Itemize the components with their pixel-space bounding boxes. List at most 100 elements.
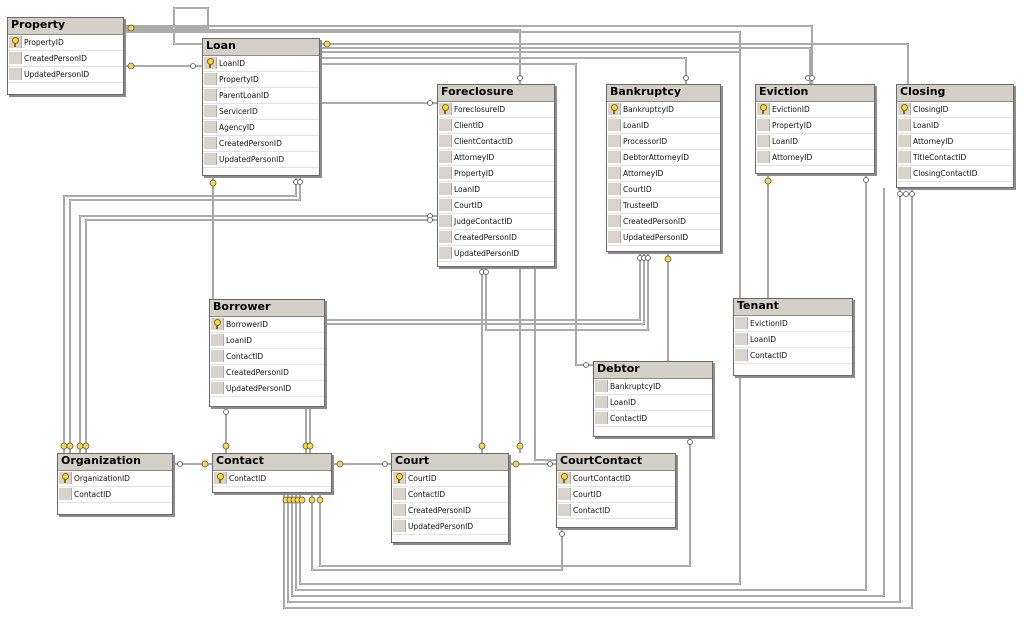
column-row[interactable]: BorrowerID [210, 317, 324, 333]
column-row[interactable]: LoanID [438, 182, 554, 198]
column-row[interactable]: AttorneyID [438, 150, 554, 166]
column-row[interactable]: LoanID [210, 333, 324, 349]
column-row[interactable]: UpdatedPersonID [8, 67, 123, 83]
row-selector [393, 488, 406, 500]
column-row[interactable]: CreatedPersonID [438, 230, 554, 246]
column-row[interactable]: CreatedPersonID [8, 51, 123, 67]
column-row[interactable]: CourtContactID [557, 471, 675, 487]
column-row[interactable]: LoanID [897, 118, 1013, 134]
row-selector [608, 199, 621, 211]
column-name: ClientContactID [454, 137, 513, 146]
table-title: Contact [213, 454, 331, 471]
column-row[interactable]: LoanID [594, 395, 712, 411]
column-row[interactable]: ClientContactID [438, 134, 554, 150]
column-row[interactable]: ClosingContactID [897, 166, 1013, 182]
column-row[interactable]: AttorneyID [607, 166, 720, 182]
column-name: BankruptcyID [623, 105, 674, 114]
column-row[interactable]: CreatedPersonID [203, 136, 319, 152]
column-row[interactable]: PropertyID [438, 166, 554, 182]
column-row[interactable]: ProcessorID [607, 134, 720, 150]
column-row[interactable]: ForeclosureID [438, 102, 554, 118]
column-row[interactable]: TrusteeID [607, 198, 720, 214]
column-name: PropertyID [772, 121, 812, 130]
column-row[interactable]: OrganizationID [58, 471, 172, 487]
column-row[interactable]: JudgeContactID [438, 214, 554, 230]
column-row[interactable]: ServicerID [203, 104, 319, 120]
column-row[interactable]: ContactID [210, 349, 324, 365]
column-row[interactable]: TitleContactID [897, 150, 1013, 166]
column-name: PropertyID [24, 38, 64, 47]
column-row[interactable]: PropertyID [8, 35, 123, 51]
column-row[interactable]: ClosingID [897, 102, 1013, 118]
column-row[interactable]: UpdatedPersonID [392, 519, 508, 535]
column-name: CreatedPersonID [24, 54, 87, 63]
column-row[interactable]: UpdatedPersonID [210, 381, 324, 397]
column-row[interactable]: CourtID [392, 471, 508, 487]
relationship-line-highlight [320, 43, 909, 84]
column-row[interactable]: ContactID [557, 503, 675, 519]
table-title: Loan [203, 39, 319, 56]
column-row[interactable]: LoanID [756, 134, 874, 150]
column-row[interactable]: CourtID [607, 182, 720, 198]
column-row[interactable]: UpdatedPersonID [438, 246, 554, 262]
row-selector [204, 153, 217, 165]
column-row[interactable]: CourtID [438, 198, 554, 214]
key-end-icon [222, 442, 230, 450]
column-row[interactable]: ClientID [438, 118, 554, 134]
column-row[interactable]: ContactID [213, 471, 331, 487]
column-row[interactable]: CreatedPersonID [392, 503, 508, 519]
column-row[interactable]: DebtorAttorneyID [607, 150, 720, 166]
column-row[interactable]: AttorneyID [897, 134, 1013, 150]
column-row[interactable]: CourtID [557, 487, 675, 503]
column-row[interactable]: EvictionID [756, 102, 874, 118]
column-name: ContactID [750, 351, 788, 360]
many-end-icon [809, 75, 815, 81]
column-row[interactable]: ContactID [594, 411, 712, 427]
column-row[interactable]: AttorneyID [756, 150, 874, 166]
key-icon [757, 103, 770, 115]
relationship-line-highlight [124, 31, 741, 298]
column-row[interactable]: CreatedPersonID [210, 365, 324, 381]
column-row[interactable]: BankruptcyID [594, 379, 712, 395]
many-end-icon [223, 409, 229, 415]
column-row[interactable]: PropertyID [756, 118, 874, 134]
row-selector [204, 121, 217, 133]
column-row[interactable]: LoanID [734, 332, 852, 348]
column-row[interactable]: ContactID [734, 348, 852, 364]
column-row[interactable]: LoanID [607, 118, 720, 134]
column-row[interactable]: ContactID [58, 487, 172, 503]
column-name: AttorneyID [772, 153, 813, 162]
row-selector [439, 167, 452, 179]
relationship-line-highlight [287, 188, 901, 603]
key-icon [204, 57, 217, 69]
row-selector [898, 167, 911, 179]
column-row[interactable]: UpdatedPersonID [607, 230, 720, 246]
column-row[interactable]: AgencyID [203, 120, 319, 136]
table-title: Tenant [734, 299, 852, 316]
column-row[interactable]: BankruptcyID [607, 102, 720, 118]
column-row[interactable]: EvictionID [734, 316, 852, 332]
column-row[interactable]: UpdatedPersonID [203, 152, 319, 168]
column-row[interactable]: LoanID [203, 56, 319, 72]
column-row[interactable]: PropertyID [203, 72, 319, 88]
many-end-icon [683, 75, 689, 81]
column-row[interactable]: CreatedPersonID [607, 214, 720, 230]
column-name: PropertyID [454, 169, 494, 178]
row-selector [558, 504, 571, 516]
column-row[interactable]: ParentLoanID [203, 88, 319, 104]
key-icon [608, 103, 621, 115]
column-row[interactable]: ContactID [392, 487, 508, 503]
